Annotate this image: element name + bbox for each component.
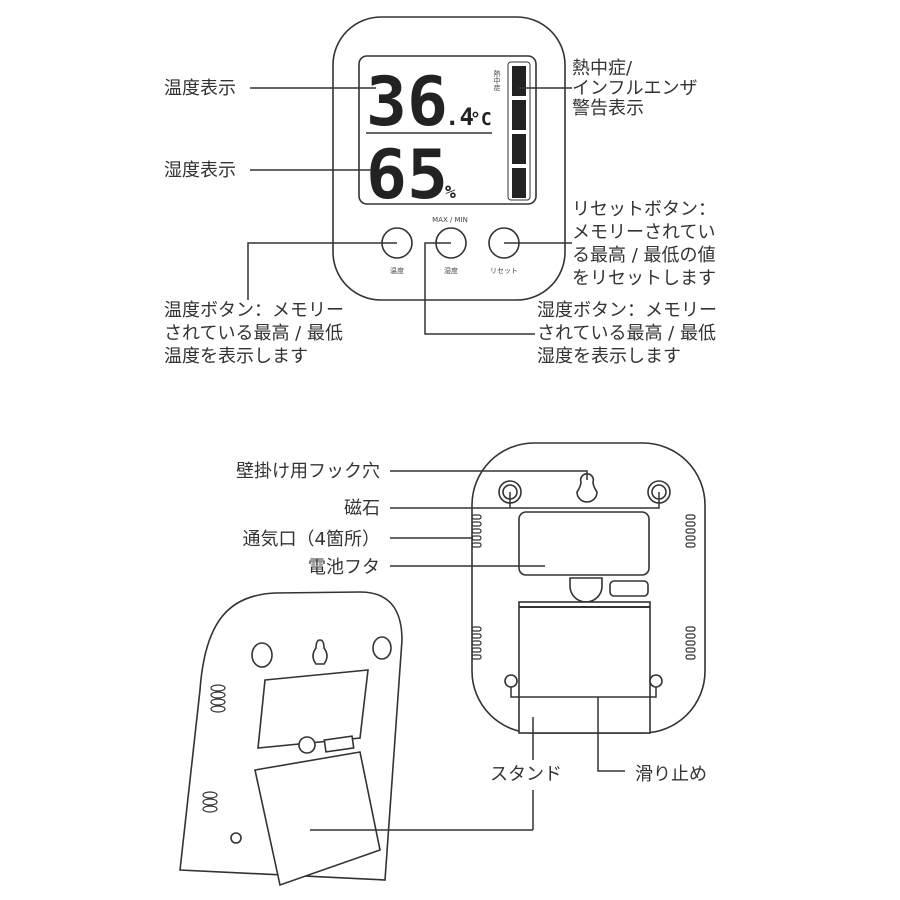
humidity-value: 65 — [366, 136, 448, 215]
temperature-button-label: 温度 — [390, 266, 404, 275]
temperature-value: 36 — [366, 63, 448, 142]
lcd-screen — [358, 55, 537, 205]
svg-text:湿度を表示します: 湿度を表示します — [537, 346, 681, 367]
svg-text:温度ボタン：メモリー: 温度ボタン：メモリー — [164, 300, 344, 321]
reset-button-label: リセット — [490, 267, 518, 275]
stand — [254, 751, 381, 887]
svg-text:警告表示: 警告表示 — [572, 98, 644, 119]
front-device: 36 .4 °C 65 % 熱中症 MAX / MIN 温度 湿度 リセット — [332, 16, 566, 301]
warning-label: 熱中症 — [493, 69, 501, 92]
temp-display-label: 温度表示 — [164, 78, 236, 99]
back-device — [471, 442, 706, 734]
warning-callout: 熱中症/ インフルエンザ 警告表示 — [572, 58, 697, 119]
temp-button-callout: 温度ボタン：メモリー されている最高 / 最低 温度を表示します — [164, 300, 344, 367]
vents-label: 通気口（4箇所） — [243, 529, 380, 550]
temperature-decimal: .4 — [445, 103, 474, 131]
non-slip-label: 滑り止め — [635, 764, 707, 785]
humidity-display-label: 湿度表示 — [164, 160, 236, 181]
temperature-unit: °C — [470, 109, 492, 130]
svg-text:メモリーされてい: メモリーされてい — [572, 222, 715, 243]
svg-text:されている最高 / 最低: されている最高 / 最低 — [537, 323, 716, 344]
humidity-button-callout: 湿度ボタン：メモリー されている最高 / 最低 湿度を表示します — [537, 300, 717, 367]
svg-text:されている最高 / 最低: されている最高 / 最低 — [164, 323, 343, 344]
svg-text:温度を表示します: 温度を表示します — [164, 346, 308, 367]
humidity-button-label: 湿度 — [444, 266, 458, 275]
svg-text:リセットボタン：: リセットボタン： — [572, 199, 716, 220]
hook-hole-label: 壁掛け用フック穴 — [236, 461, 380, 482]
max-min-label: MAX / MIN — [432, 216, 468, 224]
svg-text:熱中症/: 熱中症/ — [572, 58, 633, 79]
svg-text:湿度ボタン：メモリー: 湿度ボタン：メモリー — [537, 300, 717, 321]
stand-label: スタンド — [490, 764, 562, 785]
battery-cover-label: 電池フタ — [308, 557, 380, 578]
svg-text:をリセットします: をリセットします — [572, 268, 716, 289]
magnet-label: 磁石 — [344, 498, 380, 519]
hook-hole-icon — [312, 639, 328, 665]
vent-icon — [471, 514, 696, 660]
hook-hole-icon — [576, 473, 598, 503]
svg-text:インフルエンザ: インフルエンザ — [572, 78, 697, 99]
svg-text:る最高 / 最低の値: る最高 / 最低の値 — [572, 245, 716, 266]
reset-button-callout: リセットボタン： メモリーされてい る最高 / 最低の値 をリセットします — [572, 199, 716, 289]
humidity-unit: % — [445, 182, 456, 203]
battery-cover — [518, 511, 650, 576]
stand — [518, 601, 651, 734]
tilted-device — [179, 591, 403, 887]
